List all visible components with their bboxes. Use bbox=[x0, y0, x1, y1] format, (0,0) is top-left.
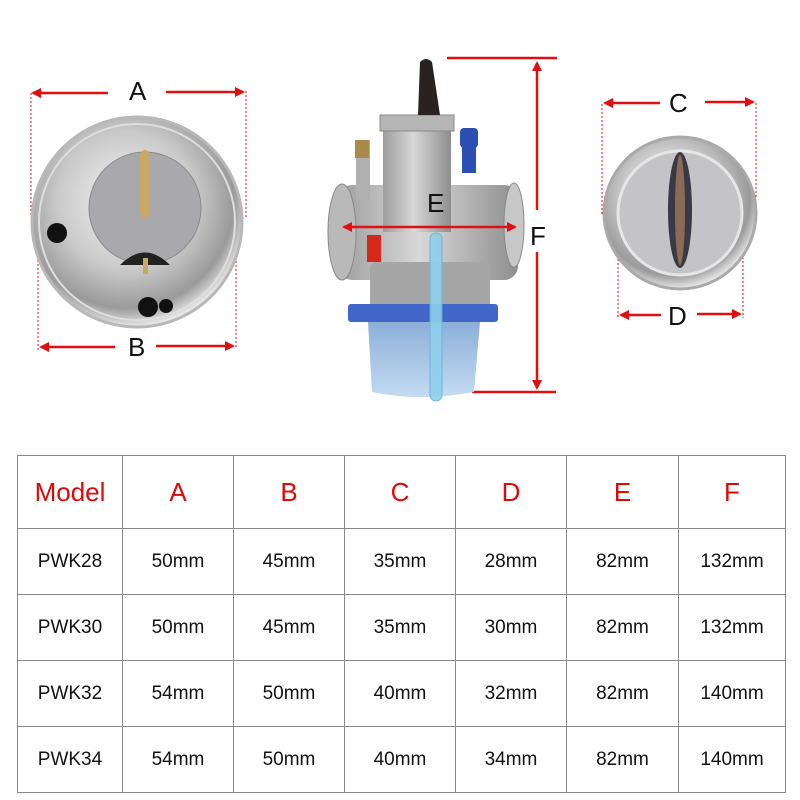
cell-f: 132mm bbox=[678, 528, 786, 595]
large-end-view bbox=[30, 87, 247, 352]
cell-model: PWK34 bbox=[17, 726, 123, 793]
table-row: PWK32 54mm 50mm 40mm 32mm 82mm 140mm bbox=[17, 660, 786, 727]
cell-f: 140mm bbox=[678, 660, 786, 727]
carburetor-side-view bbox=[327, 56, 557, 402]
header-model: Model bbox=[17, 455, 123, 529]
cell-c: 40mm bbox=[344, 660, 456, 727]
cell-e: 82mm bbox=[566, 726, 679, 793]
spec-table: Model A B C D E F PWK28 50mm 45mm 35mm 2… bbox=[17, 455, 786, 793]
cell-e: 82mm bbox=[566, 594, 679, 661]
table-row: PWK34 54mm 50mm 40mm 34mm 82mm 140mm bbox=[17, 726, 786, 793]
cell-d: 28mm bbox=[455, 528, 567, 595]
table-header-row: Model A B C D E F bbox=[17, 455, 786, 529]
cell-model: PWK30 bbox=[17, 594, 123, 661]
cell-b: 45mm bbox=[233, 528, 345, 595]
cell-d: 32mm bbox=[455, 660, 567, 727]
dimension-label-a: A bbox=[129, 76, 147, 106]
cell-model: PWK28 bbox=[17, 528, 123, 595]
cell-c: 40mm bbox=[344, 726, 456, 793]
header-c: C bbox=[344, 455, 456, 529]
dimension-diagram: A B E F C D bbox=[30, 56, 758, 402]
table-row: PWK28 50mm 45mm 35mm 28mm 82mm 132mm bbox=[17, 528, 786, 595]
cell-f: 132mm bbox=[678, 594, 786, 661]
dimension-label-c: C bbox=[669, 88, 688, 118]
cell-e: 82mm bbox=[566, 528, 679, 595]
cell-c: 35mm bbox=[344, 594, 456, 661]
cell-a: 54mm bbox=[122, 660, 234, 727]
header-b: B bbox=[233, 455, 345, 529]
table-row: PWK30 50mm 45mm 35mm 30mm 82mm 132mm bbox=[17, 594, 786, 661]
dimension-label-e: E bbox=[427, 188, 445, 218]
cell-f: 140mm bbox=[678, 726, 786, 793]
dimension-label-d: D bbox=[668, 301, 687, 331]
cell-b: 45mm bbox=[233, 594, 345, 661]
header-a: A bbox=[122, 455, 234, 529]
dimension-label-b: B bbox=[128, 332, 146, 362]
cell-a: 50mm bbox=[122, 528, 234, 595]
header-d: D bbox=[455, 455, 567, 529]
cell-d: 30mm bbox=[455, 594, 567, 661]
dimension-label-f: F bbox=[530, 221, 546, 251]
cell-d: 34mm bbox=[455, 726, 567, 793]
cell-a: 50mm bbox=[122, 594, 234, 661]
header-e: E bbox=[566, 455, 679, 529]
cell-c: 35mm bbox=[344, 528, 456, 595]
cell-b: 50mm bbox=[233, 660, 345, 727]
cell-model: PWK32 bbox=[17, 660, 123, 727]
cell-e: 82mm bbox=[566, 660, 679, 727]
cell-a: 54mm bbox=[122, 726, 234, 793]
small-end-view bbox=[601, 97, 758, 320]
header-f: F bbox=[678, 455, 786, 529]
cell-b: 50mm bbox=[233, 726, 345, 793]
